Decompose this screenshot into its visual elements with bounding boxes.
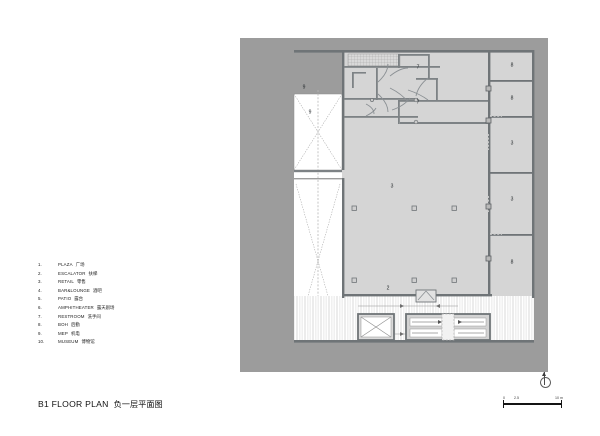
legend-item-number: 10. bbox=[38, 339, 45, 345]
north-arrow-circle bbox=[539, 377, 551, 388]
north-arrow-tip-icon bbox=[542, 372, 547, 376]
room-label-room-9-lower: 9 bbox=[309, 109, 312, 115]
ceiling-grid-panel bbox=[347, 53, 401, 67]
drawing-title-cn: 负一层平面图 bbox=[113, 399, 163, 409]
legend-item-number: 8. bbox=[38, 322, 42, 328]
room-label-room-3-right1: 3 bbox=[511, 140, 514, 146]
legend-item-number: 5. bbox=[38, 296, 42, 302]
legend-item-label-cn: 广场 bbox=[75, 263, 85, 268]
legend-item-label-en: MUSEUM bbox=[58, 339, 79, 345]
north-arrow-needle bbox=[544, 372, 545, 385]
room-label-room-8-top: 8 bbox=[511, 62, 514, 68]
floor-plan-drawing: 3 7 7 9 9 8 8 3 3 8 2 bbox=[240, 38, 548, 372]
left-void-zone bbox=[293, 90, 343, 339]
scale-label-zero: 0 bbox=[503, 396, 505, 400]
legend-item-label-cn: 零售 bbox=[76, 280, 86, 286]
legend-item-number: 1. bbox=[38, 262, 42, 267]
legend-item-number: 7. bbox=[38, 313, 42, 319]
room-label-room-7-lower: 7 bbox=[417, 99, 420, 105]
plaza-level-elements bbox=[357, 304, 491, 341]
room-label-room-3-main: 3 bbox=[391, 183, 394, 189]
room-label-room-9-upper: 9 bbox=[303, 84, 306, 90]
main-floor-slab bbox=[342, 52, 534, 296]
room-label-escalator-2: 2 bbox=[387, 285, 390, 291]
legend-item-number: 9. bbox=[38, 330, 42, 336]
legend-item-label-en: PATIO bbox=[58, 296, 72, 302]
legend-item-label-en: RESTROOM bbox=[58, 313, 85, 319]
scale-label-mid: 2.5 bbox=[514, 396, 519, 400]
scale-tick-start bbox=[503, 400, 505, 408]
legend-item-label-cn: 酒吧 bbox=[93, 288, 102, 294]
legend-item-label-en: PLAZA bbox=[58, 262, 73, 267]
legend-item-label-en: BAR&LOUNGE bbox=[58, 287, 90, 293]
door-swings bbox=[365, 63, 429, 117]
scale-bar-line bbox=[503, 402, 562, 405]
legend-item-number: 4. bbox=[38, 287, 42, 293]
drawing-title-en: B1 FLOOR PLAN bbox=[38, 399, 109, 409]
room-label-room-8-bottom: 8 bbox=[511, 259, 514, 265]
room-number-labels: 3 7 7 9 9 8 8 3 3 8 2 bbox=[303, 62, 514, 291]
legend-item-label-en: ESCALATOR bbox=[58, 270, 86, 276]
legend-item-label-cn: 扶梯 bbox=[88, 271, 98, 277]
legend-item-label-cn: 洗手间 bbox=[87, 314, 101, 320]
legend-item-label-en: MEP bbox=[58, 330, 68, 336]
room-label-room-7-upper: 7 bbox=[417, 64, 420, 70]
legend-item-label-en: BOH bbox=[58, 322, 68, 328]
legend-item-number: 2. bbox=[38, 270, 42, 276]
legend-item-label-cn: 露天剧场 bbox=[96, 305, 115, 311]
drawing-title-block: B1 FLOOR PLAN 负一层平面图 bbox=[38, 398, 163, 410]
legend-item-label-cn: 露台 bbox=[74, 297, 84, 303]
legend-item-label-cn: 博物馆 bbox=[81, 340, 95, 346]
columns bbox=[351, 85, 492, 283]
legend-item-label-en: RETAIL bbox=[58, 279, 74, 285]
scale-bar: 0 2.5 10 m bbox=[503, 396, 566, 408]
scale-tick-end bbox=[561, 400, 563, 408]
scale-label-max: 10 m bbox=[555, 396, 563, 400]
north-arrow bbox=[538, 372, 553, 390]
room-label-room-3-right2: 3 bbox=[511, 196, 514, 202]
legend-item-number: 6. bbox=[38, 304, 42, 310]
legend-item-number: 3. bbox=[38, 279, 42, 285]
legend-item-label-en: AMPHITHEATER bbox=[58, 304, 94, 310]
legend-item-label-cn: 机电 bbox=[70, 331, 80, 337]
floor-plan-svg: 3 7 7 9 9 8 8 3 3 8 2 bbox=[293, 50, 535, 343]
hall-entry-doors bbox=[415, 289, 437, 303]
legend-item-label-cn: 后勤 bbox=[70, 323, 80, 329]
room-label-room-8-second: 8 bbox=[511, 95, 514, 101]
